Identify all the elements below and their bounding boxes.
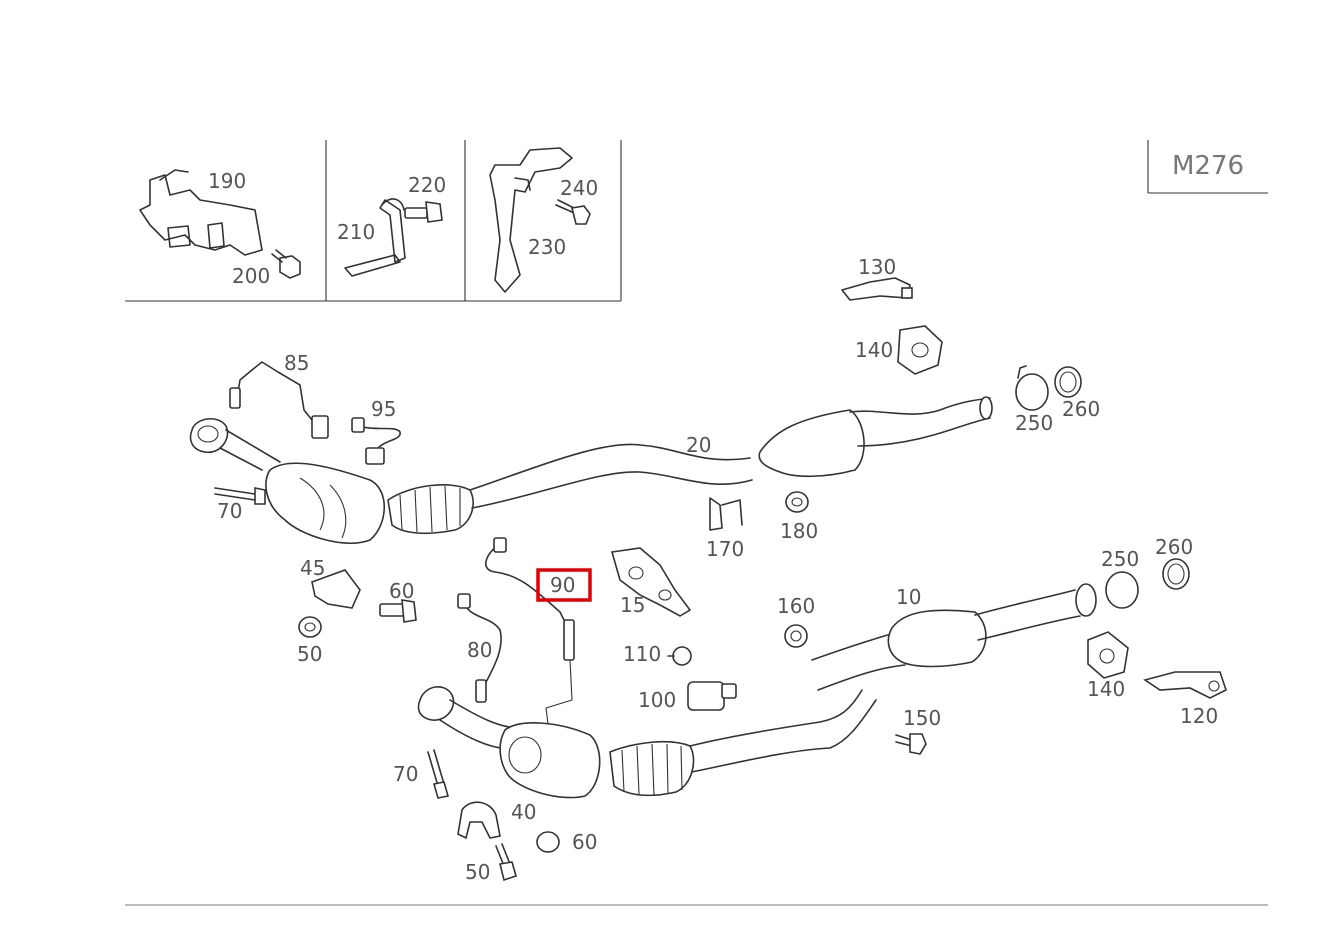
bolt-240-drawing	[555, 199, 591, 225]
rubber-mount-180-drawing	[785, 491, 809, 513]
rubber-mount-110-drawing	[667, 646, 692, 666]
part-label-230[interactable]: 230	[528, 235, 566, 259]
o2-sensor-80-drawing	[457, 593, 502, 703]
exhaust-pipe-10-drawing	[417, 583, 1097, 799]
part-label-250-upper[interactable]: 250	[1015, 411, 1053, 435]
rubber-mount-140-upper-drawing	[897, 325, 943, 375]
hanger-170-drawing	[709, 497, 743, 531]
part-label-60-lower[interactable]: 60	[572, 830, 597, 854]
bracket-130-drawing	[841, 277, 913, 301]
part-label-20[interactable]: 20	[686, 433, 711, 457]
part-label-140-upper[interactable]: 140	[855, 338, 893, 362]
engine-code-label: M276	[1172, 151, 1244, 181]
part-label-240[interactable]: 240	[560, 176, 598, 200]
nut-50-upper-drawing	[298, 616, 322, 638]
part-label-130[interactable]: 130	[858, 255, 896, 279]
bracket-45-drawing	[311, 569, 361, 609]
sensor-100-drawing	[687, 681, 737, 711]
bolt-60-upper-drawing	[379, 599, 417, 623]
part-label-85[interactable]: 85	[284, 351, 309, 375]
part-label-260-lower[interactable]: 260	[1155, 535, 1193, 559]
part-label-210[interactable]: 210	[337, 220, 375, 244]
bracket-210-drawing	[344, 198, 406, 277]
o2-sensor-90-drawing	[485, 537, 575, 725]
bracket-40-drawing	[457, 801, 501, 840]
ring-260-upper-drawing	[1054, 366, 1082, 398]
part-label-160[interactable]: 160	[777, 594, 815, 618]
stud-70-upper-drawing	[214, 487, 266, 505]
bracket-190-drawing	[139, 169, 263, 256]
part-label-80[interactable]: 80	[467, 638, 492, 662]
part-label-45[interactable]: 45	[300, 556, 325, 580]
part-label-150[interactable]: 150	[903, 706, 941, 730]
bolt-50-lower-drawing	[495, 843, 517, 882]
rubber-ring-160-drawing	[784, 624, 808, 648]
rubber-mount-140-lower-drawing	[1087, 631, 1129, 679]
part-label-200[interactable]: 200	[232, 264, 270, 288]
part-label-250-lower[interactable]: 250	[1101, 547, 1139, 571]
o2-sensor-85-drawing	[229, 361, 329, 439]
bracket-230-drawing	[489, 147, 573, 293]
nut-60-lower-drawing	[536, 831, 560, 853]
part-label-70-lower[interactable]: 70	[393, 762, 418, 786]
part-label-50-upper[interactable]: 50	[297, 642, 322, 666]
part-label-120[interactable]: 120	[1180, 704, 1218, 728]
part-label-95[interactable]: 95	[371, 397, 396, 421]
exhaust-pipe-20-drawing	[189, 396, 993, 544]
part-label-140-lower[interactable]: 140	[1087, 677, 1125, 701]
part-label-190[interactable]: 190	[208, 169, 246, 193]
clamp-250-upper-drawing	[1015, 365, 1049, 411]
part-label-60-upper[interactable]: 60	[389, 579, 414, 603]
heat-shield-15-drawing	[610, 547, 692, 617]
part-label-10[interactable]: 10	[896, 585, 921, 609]
part-label-180[interactable]: 180	[780, 519, 818, 543]
part-label-100[interactable]: 100	[638, 688, 676, 712]
bracket-120-drawing	[1143, 671, 1227, 699]
part-label-40[interactable]: 40	[511, 800, 536, 824]
clamp-250-lower-drawing	[1105, 571, 1139, 609]
bolt-150-drawing	[895, 733, 927, 755]
part-label-90[interactable]: 90	[550, 573, 575, 597]
part-label-260-upper[interactable]: 260	[1062, 397, 1100, 421]
part-label-170[interactable]: 170	[706, 537, 744, 561]
part-label-15[interactable]: 15	[620, 593, 645, 617]
part-label-50-lower[interactable]: 50	[465, 860, 490, 884]
bolt-200-drawing	[271, 249, 301, 279]
ring-260-lower-drawing	[1162, 558, 1190, 590]
stud-70-lower-drawing	[427, 749, 450, 799]
sensor-95-drawing	[351, 417, 401, 465]
part-label-110[interactable]: 110	[623, 642, 661, 666]
bolt-220-drawing	[404, 201, 443, 223]
engine-code-box: M276	[1147, 140, 1268, 194]
part-label-70-upper[interactable]: 70	[217, 499, 242, 523]
highlight-box-90	[536, 568, 592, 602]
inset-panels-frame	[125, 140, 622, 302]
part-label-220[interactable]: 220	[408, 173, 446, 197]
